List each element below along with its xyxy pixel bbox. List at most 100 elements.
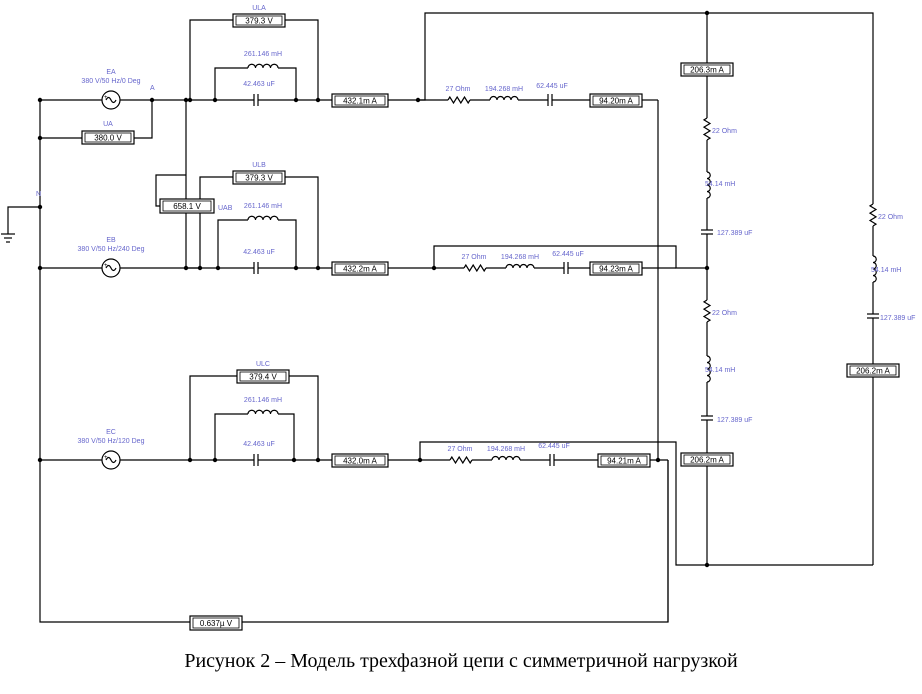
wire [214,67,248,100]
line-inductor-label-b: 261.146 mH [244,203,282,210]
junction-dot [315,97,321,103]
load-inductor-label-c: 194.268 mH [487,446,525,453]
delta-capacitor-label-2: 127.389 uF [717,417,752,424]
junction-dot [212,97,218,103]
ac-source: + [101,258,121,278]
ammeter-load-a-reading: 94.20m A [599,97,633,106]
ammeter-load-a: 94.20m A [589,93,643,108]
source-name-a: EA [106,69,116,76]
ammeter-line-a-reading: 432.1m A [343,97,377,106]
meter-display [192,617,240,629]
wire [278,413,295,460]
ammeter-line-b: 432.2m A [331,261,389,276]
delta-resistor-label-1: 22 Ohm [712,128,737,135]
delta-capacitor-label-1: 127.389 uF [717,230,752,237]
junction-dot [187,457,193,463]
ac-source: + [101,90,121,110]
junction-dot [183,265,189,271]
voltmeter-a: 379.3 V [232,13,286,28]
wire [285,19,319,100]
junction-dot [215,265,221,271]
voltmeter-a-reading: 379.3 V [245,17,273,26]
voltmeter-ua-reading: 380.0 V [94,134,122,143]
resistor [449,455,473,465]
ammeter-load-c: 94.21m A [597,453,651,468]
voltmeter-b: 379.3 V [232,170,286,185]
ammeter-load-c-reading: 94.21m A [607,457,641,466]
line-inductor-label-c: 261.146 mH [244,397,282,404]
node-label-a: A [150,85,155,92]
wire [242,460,669,623]
voltmeter-uab: 658.1 V [159,198,215,214]
voltmeter-name-c: ULC [256,361,270,368]
junction-dot [415,97,421,103]
ammeter-delta-mid-reading: 206.2m A [690,456,724,465]
wire [7,206,40,234]
meter-display [683,454,731,465]
sine-icon [105,96,117,104]
inductor [872,255,877,283]
ammeter-delta-top-reading: 206.3m A [690,66,724,75]
wire [433,245,707,269]
meter-display [334,455,386,466]
line-inductor-label-a: 261.146 mH [244,51,282,58]
load-inductor-label-a: 194.268 mH [485,86,523,93]
inductor [491,455,521,461]
ac-source: + [101,450,121,470]
junction-dot [197,265,203,271]
junction-dot [293,265,299,271]
voltmeter-un-reading: 0.637µ V [200,619,233,628]
meter-display [334,95,386,106]
voltmeter-name-uab: UAB [218,205,233,212]
delta-inductor-label-1: 54.14 mH [705,181,735,188]
wire [278,219,297,268]
resistor [463,263,487,273]
junction-dot [417,457,423,463]
ammeter-load-b: 94.23m A [589,261,643,276]
ammeter-delta-right-reading: 206.2m A [856,367,890,376]
inductor [247,215,279,221]
junction-dot [293,97,299,103]
wire [189,19,233,100]
delta-capacitor-label-3: 127.389 uF [880,315,915,322]
meter-display [235,172,283,183]
meter-display [849,365,897,376]
ammeter-delta-mid: 206.2m A [680,452,734,467]
voltmeter-name-b: ULB [252,162,266,169]
meter-display [162,200,212,212]
junctions [37,10,710,568]
load-resistor-label-c: 27 Ohm [448,446,473,453]
delta-inductor-label-3: 54.14 mH [871,267,901,274]
junction-dot [315,265,321,271]
junction-dot [431,265,437,271]
wire [419,441,873,566]
inductor [505,263,535,269]
inductor [247,409,279,415]
load-capacitor-label-c: 62.445 uF [538,443,570,450]
line-capacitor-label-c: 42.463 uF [243,441,275,448]
wire [418,12,874,200]
source-name-c: EC [106,429,116,436]
voltmeter-name-a: ULA [252,5,266,12]
junction-dot [704,10,710,16]
wire [134,100,153,139]
wire [217,219,248,268]
voltmeter-uab-reading: 658.1 V [173,202,201,211]
node-label-n: N [36,191,41,198]
delta-resistor-label-3: 22 Ohm [878,214,903,221]
voltmeter-ua: 380.0 V [81,130,135,145]
meter-display [84,132,132,143]
resistor [702,117,712,141]
junction-dot [704,562,710,568]
wire [155,174,186,207]
delta-inductor-label-2: 54.14 mH [705,367,735,374]
ammeter-delta-top: 206.3m A [680,62,734,77]
load-resistor-label-b: 27 Ohm [462,254,487,261]
load-capacitor-label-a: 62.445 uF [536,83,568,90]
plus-sign: + [104,263,108,269]
junction-dot [212,457,218,463]
junction-dot [37,97,43,103]
junction-dot [37,204,43,210]
ammeter-line-c: 432.0m A [331,453,389,468]
